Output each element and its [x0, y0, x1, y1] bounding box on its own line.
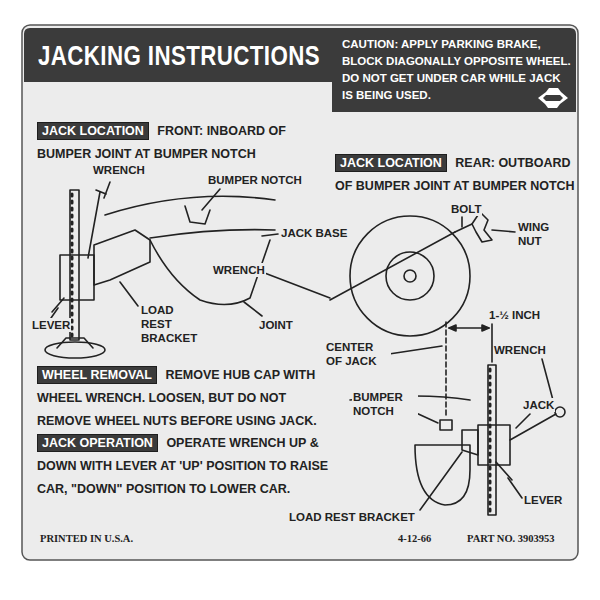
- part-label: LOAD REST BRACKET: [288, 510, 416, 524]
- section-tag: JACK LOCATION: [37, 122, 149, 140]
- part-label: BUMPER NOTCH: [207, 173, 303, 187]
- instruction-block: WHEEL REMOVAL REMOVE HUB CAP WITH WHEEL …: [37, 364, 337, 433]
- footer-note: PRINTED IN U.S.A.: [40, 532, 133, 545]
- instruction-block: JACK OPERATION OPERATE WRENCH UP & DOWN …: [37, 432, 342, 501]
- instruction-block: JACK LOCATION FRONT: INBOARD OF BUMPER J…: [37, 120, 337, 166]
- part-label: JOINT: [258, 318, 294, 332]
- part-label: BOLT: [450, 202, 482, 216]
- instruction-block: JACK LOCATION REAR: OUTBOARD OF BUMPER J…: [335, 152, 575, 198]
- part-label: WRENCH: [92, 163, 146, 177]
- part-number: PART NO. 3903953: [467, 532, 555, 545]
- part-label: BUMPER NOTCH: [352, 390, 418, 418]
- section-tag: WHEEL REMOVAL: [37, 366, 157, 384]
- part-label: CENTER OF JACK: [325, 340, 391, 368]
- dimension-label: 1-½ INCH: [488, 308, 541, 322]
- part-label: JACK BASE: [280, 226, 348, 240]
- date-code: 4-12-66: [398, 532, 431, 545]
- part-label: LEVER: [31, 318, 71, 332]
- part-label: LEVER: [523, 493, 563, 507]
- section-tag: JACK LOCATION: [335, 154, 447, 172]
- part-label: WRENCH: [493, 343, 547, 357]
- part-label: WRENCH: [212, 263, 266, 277]
- part-label: WING NUT: [517, 220, 561, 248]
- caution-note: CAUTION: APPLY PARKING BRAKE, BLOCK DIAG…: [342, 36, 572, 104]
- section-tag: JACK OPERATION: [37, 434, 158, 452]
- decal-title: JACKING INSTRUCTIONS: [38, 39, 320, 73]
- part-label: LOAD REST BRACKET: [140, 303, 206, 345]
- part-label: JACK: [522, 398, 555, 412]
